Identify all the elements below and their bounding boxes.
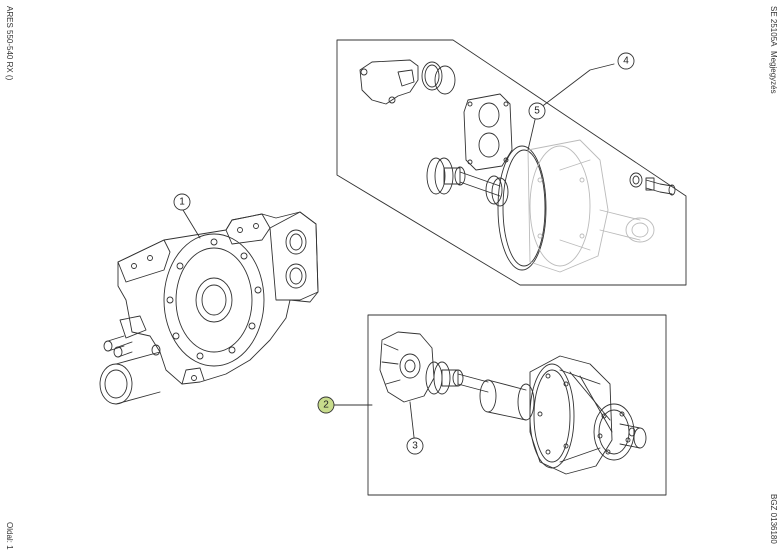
- o-ring-housing: [497, 145, 547, 271]
- bolt: [645, 179, 673, 187]
- kit-frame-upper: [336, 39, 687, 286]
- pump-housing-faded: [527, 139, 609, 273]
- gasket-two-hole: [463, 93, 513, 171]
- callouts: [173, 52, 635, 455]
- gasket-plate: [359, 59, 419, 105]
- callout-5: [528, 102, 546, 120]
- water-pump-body: [99, 211, 319, 405]
- callout-1: [173, 193, 191, 211]
- callout-2-label[interactable]: 2: [323, 400, 329, 411]
- seal-upper: [426, 157, 446, 195]
- washer: [629, 172, 643, 188]
- shaft: [457, 373, 489, 383]
- callout-5-label[interactable]: 5: [534, 106, 540, 117]
- bearing-housing: [529, 355, 613, 475]
- callout-3-label[interactable]: 3: [412, 441, 418, 452]
- callout-3: [406, 437, 424, 455]
- kit-frame-lower: [367, 314, 667, 496]
- callout-4: [617, 52, 635, 70]
- callout-2: [317, 396, 335, 414]
- o-ring-small: [434, 65, 456, 95]
- callout-4-label[interactable]: 4: [623, 56, 629, 67]
- impeller: [379, 331, 435, 403]
- o-ring-large: [421, 61, 443, 91]
- hub-flange: [593, 403, 635, 461]
- callout-1-label[interactable]: 1: [179, 197, 185, 208]
